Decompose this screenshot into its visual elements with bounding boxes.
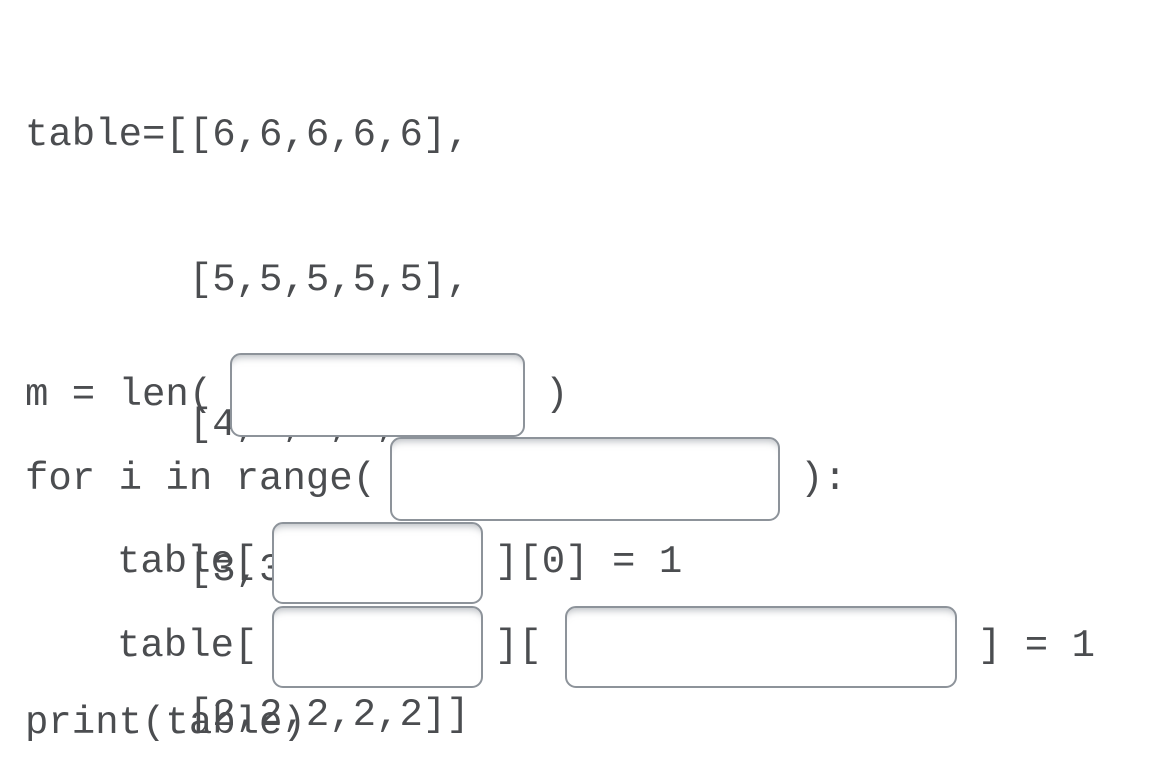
row1-index-blank-input[interactable] xyxy=(272,522,483,604)
code-line-table-1: table=[[6,6,6,6,6], xyxy=(25,113,470,157)
assign1-statement-suffix: ][0] = 1 xyxy=(495,540,683,584)
col-index-blank-input[interactable] xyxy=(565,606,957,688)
assign2-statement-middle: ][ xyxy=(495,624,542,668)
row2-index-blank-input[interactable] xyxy=(272,606,483,688)
print-statement: print(table) xyxy=(25,701,306,745)
range-arg-blank-input[interactable] xyxy=(390,437,780,521)
assign2-statement-suffix: ] = 1 xyxy=(978,624,1096,668)
assign2-statement-prefix: table[ xyxy=(117,624,258,668)
len-statement-prefix: m = len( xyxy=(25,373,213,417)
code-line-table-2: [5,5,5,5,5], xyxy=(25,258,470,302)
len-arg-blank-input[interactable] xyxy=(230,353,525,437)
len-statement-suffix: ) xyxy=(545,373,569,417)
code-line-table-5: [2,2,2,2,2]] xyxy=(25,693,470,737)
assign1-statement-prefix: table[ xyxy=(117,540,258,584)
for-statement-prefix: for i in range( xyxy=(25,457,377,501)
for-statement-suffix: ): xyxy=(800,457,847,501)
